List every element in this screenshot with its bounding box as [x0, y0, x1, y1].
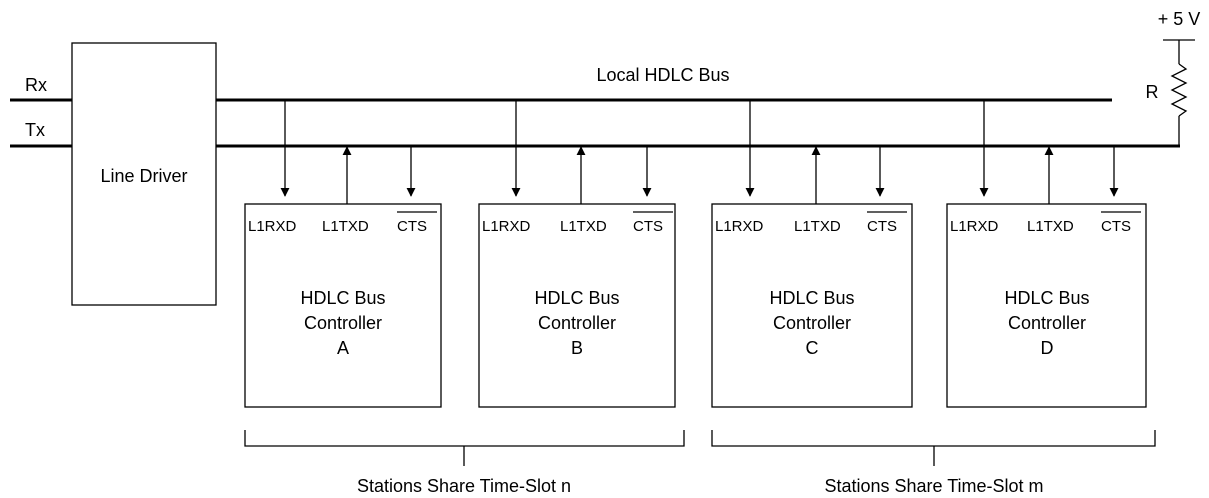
controller-a: L1RXD L1TXD CTS HDLC Bus Controller A: [244, 100, 442, 408]
controller-name-line1: HDLC Bus: [1004, 288, 1089, 308]
controller-name-line2: Controller: [773, 313, 851, 333]
pin-l1rxd: L1RXD: [950, 218, 999, 235]
pin-l1txd: L1TXD: [560, 218, 607, 235]
pin-l1txd: L1TXD: [794, 218, 841, 235]
controller-name-line2: Controller: [1008, 313, 1086, 333]
controller-name-line1: HDLC Bus: [300, 288, 385, 308]
pin-cts: CTS: [867, 218, 897, 235]
resistor-symbol: [1170, 63, 1188, 117]
controller-b: L1RXD L1TXD CTS HDLC Bus Controller B: [478, 100, 676, 408]
bus-title: Local HDLC Bus: [596, 65, 729, 85]
controller-box: [478, 203, 676, 408]
controller-name-line2: Controller: [304, 313, 382, 333]
pin-l1txd: L1TXD: [1027, 218, 1074, 235]
pin-cts: CTS: [633, 218, 663, 235]
controller-id: C: [806, 338, 819, 358]
group-label: Stations Share Time-Slot m: [824, 476, 1043, 496]
bracket: [711, 430, 1156, 447]
pin-cts: CTS: [1101, 218, 1131, 235]
line-driver-box: [71, 42, 217, 306]
pin-l1rxd: L1RXD: [248, 218, 297, 235]
supply-label: + 5 V: [1158, 9, 1201, 29]
rx-label: Rx: [25, 75, 47, 95]
pin-l1rxd: L1RXD: [715, 218, 764, 235]
pin-l1txd: L1TXD: [322, 218, 369, 235]
resistor-label: R: [1146, 82, 1159, 102]
controller-d: L1RXD L1TXD CTS HDLC Bus Controller D: [946, 100, 1147, 408]
tx-label: Tx: [25, 120, 45, 140]
controller-box: [946, 203, 1147, 408]
pin-cts: CTS: [397, 218, 427, 235]
controller-id: D: [1041, 338, 1054, 358]
controller-box: [244, 203, 442, 408]
group-label: Stations Share Time-Slot n: [357, 476, 571, 496]
controller-id: A: [337, 338, 349, 358]
controller-name-line2: Controller: [538, 313, 616, 333]
controller-c: L1RXD L1TXD CTS HDLC Bus Controller C: [711, 100, 913, 408]
controller-name-line1: HDLC Bus: [769, 288, 854, 308]
pin-l1rxd: L1RXD: [482, 218, 531, 235]
group-bracket-n: Stations Share Time-Slot n: [244, 430, 685, 496]
controller-name-line1: HDLC Bus: [534, 288, 619, 308]
group-bracket-m: Stations Share Time-Slot m: [711, 430, 1156, 496]
line-driver-label: Line Driver: [100, 166, 187, 186]
controller-box: [711, 203, 913, 408]
bracket: [244, 430, 685, 447]
controller-id: B: [571, 338, 583, 358]
